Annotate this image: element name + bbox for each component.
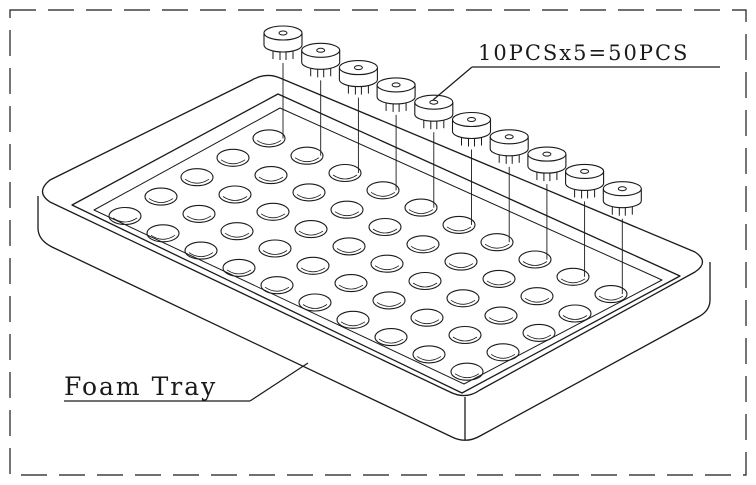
tray-cavity — [372, 291, 406, 310]
tray-cavity — [108, 206, 142, 226]
tray-cavity — [146, 224, 180, 243]
quantity-leader — [432, 66, 473, 101]
tray-cavity — [336, 310, 370, 329]
tray-cavity — [182, 204, 216, 223]
dashed-frame — [9, 9, 747, 476]
tray-cavity — [256, 202, 290, 221]
tray-top-rim — [41, 74, 704, 397]
tray-cavity — [368, 217, 402, 237]
tray-cavity — [520, 287, 554, 306]
tray-leader — [249, 362, 309, 402]
tray-cavity — [180, 168, 214, 187]
tray-cavity — [370, 254, 404, 273]
tray-inner-edge — [71, 93, 681, 394]
buzzer — [263, 25, 303, 139]
buzzer — [602, 181, 642, 295]
tray-cavity — [334, 274, 368, 293]
tray-cavity — [260, 276, 294, 295]
quantity-callout: 10PCSx5=50PCS — [432, 41, 720, 101]
tray-cavity — [484, 306, 518, 325]
cavity-grid — [108, 129, 628, 381]
tray-recess-floor — [93, 107, 663, 385]
foam-tray — [37, 74, 711, 441]
tray-cavity — [450, 362, 484, 381]
tray-cavity — [558, 304, 592, 323]
tray-cavity — [258, 239, 292, 258]
tray-cavity — [330, 200, 364, 219]
tray-callout: Foam Tray — [64, 362, 309, 402]
tray-cavity — [254, 166, 288, 185]
tray-cavity — [518, 250, 552, 269]
tray-cavity — [290, 146, 324, 165]
tray-cavity — [296, 256, 330, 275]
tray-cavity — [522, 323, 556, 342]
tray-cavity — [332, 237, 366, 256]
tray-cavity — [448, 325, 482, 345]
buzzer — [565, 163, 605, 277]
tray-cavity — [412, 345, 446, 364]
tray-cavity — [216, 148, 250, 167]
tray-cavity — [218, 185, 252, 204]
tray-cavity — [328, 163, 362, 183]
tray-cavity — [144, 187, 178, 206]
tray-cavity — [482, 269, 516, 288]
tray-cavity — [404, 198, 438, 217]
tray-cavity — [442, 215, 476, 234]
tray-cavity — [220, 222, 254, 241]
tray-cavity — [222, 258, 256, 277]
tray-cavity — [594, 285, 628, 304]
tray-cavity — [298, 293, 332, 312]
tray-cavity — [366, 181, 400, 200]
buzzer — [301, 42, 341, 156]
tray-cavity — [444, 252, 478, 271]
tray-cavity — [374, 328, 408, 347]
tray-cavity — [294, 220, 328, 239]
buzzer — [338, 60, 378, 173]
tray-cavity — [252, 129, 286, 148]
tray-cavity — [292, 183, 326, 202]
tray-cavity — [446, 289, 480, 308]
tray-cavity — [480, 233, 514, 252]
tray-cavity — [406, 235, 440, 254]
buzzer-row — [263, 25, 642, 295]
tray-cavity — [486, 343, 520, 362]
buzzer — [489, 129, 529, 243]
tray-cavity — [410, 308, 444, 327]
buzzer — [414, 94, 454, 208]
buzzer — [376, 77, 416, 191]
quantity-label: 10PCSx5=50PCS — [478, 41, 689, 65]
buzzer — [451, 111, 492, 225]
tray-cavity — [184, 241, 218, 260]
tray-cavity — [556, 267, 590, 286]
buzzer — [527, 146, 567, 260]
tray-label: Foam Tray — [64, 372, 217, 401]
tray-front-wall — [37, 196, 711, 441]
tray-cavity — [408, 271, 442, 291]
